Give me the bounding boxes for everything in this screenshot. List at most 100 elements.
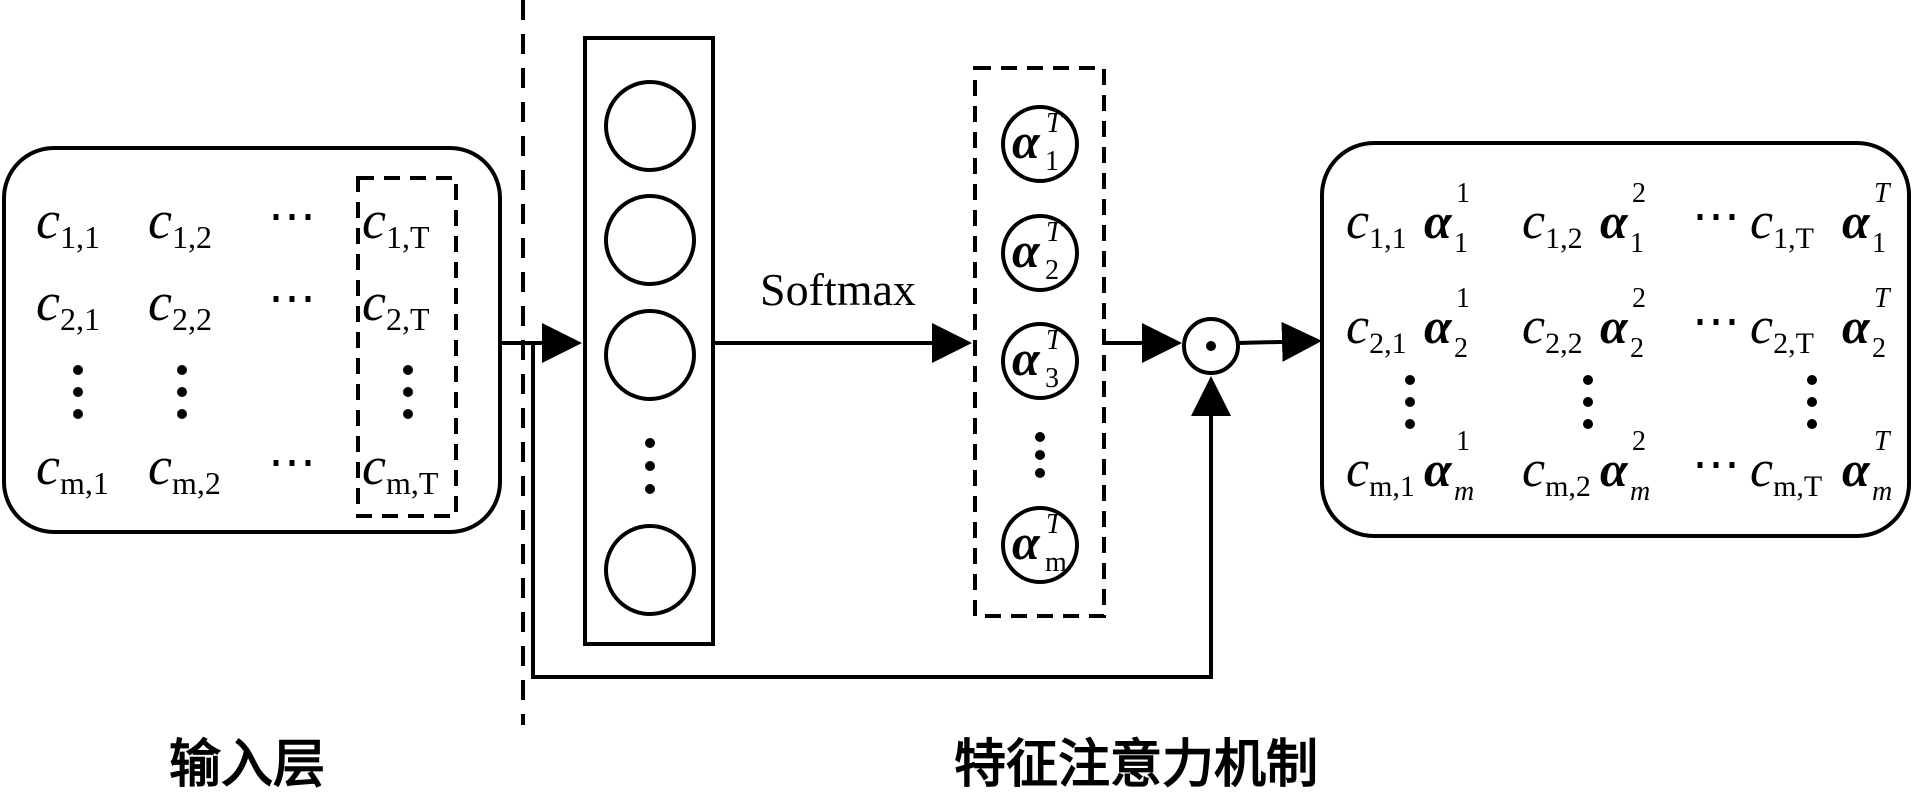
hidden-neuron-ellipsis — [645, 438, 655, 448]
output-alpha-subscript: 2 — [1630, 333, 1644, 364]
input-column-ellipsis — [73, 387, 83, 397]
output-alpha-superscript: T — [1874, 178, 1892, 209]
output-alpha-subscript: 2 — [1454, 333, 1468, 364]
skip-connection — [531, 343, 1213, 679]
attention-weight-node — [1001, 322, 1079, 400]
output-alpha-superscript: 1 — [1456, 178, 1470, 209]
output-alpha: α — [1424, 298, 1453, 354]
output-alpha-superscript: T — [1874, 283, 1892, 314]
input-row-ellipsis: ⋯ — [268, 190, 316, 243]
output-column-ellipsis — [1583, 419, 1593, 429]
output-alpha: α — [1424, 441, 1453, 497]
weights-ellipsis — [1035, 450, 1045, 460]
weights-ellipsis — [1035, 468, 1045, 478]
attention-weight-superscript: T — [1046, 217, 1064, 248]
input-row-ellipsis: ⋯ — [268, 272, 316, 325]
hidden-neuron — [604, 524, 696, 616]
input-last-column-highlight — [356, 176, 458, 518]
output-cell: c1,2 — [1522, 193, 1583, 255]
attention-weight-node — [1001, 214, 1079, 292]
attention-weight-superscript: T — [1046, 108, 1064, 139]
attention-weight-superscript: T — [1046, 509, 1064, 540]
output-column-ellipsis — [1807, 375, 1817, 385]
output-alpha-superscript: 2 — [1632, 178, 1646, 209]
output-alpha-superscript: 1 — [1456, 283, 1470, 314]
input-row-ellipsis: ⋯ — [268, 436, 316, 489]
attention-weight-superscript: T — [1046, 325, 1064, 356]
output-cell: c2,2 — [1522, 298, 1583, 360]
output-alpha: α — [1600, 441, 1629, 497]
input-cell: c2,1 — [36, 272, 100, 337]
output-alpha: α — [1600, 298, 1629, 354]
attention-weight-label: α — [1012, 222, 1041, 278]
input-cell: c1,1 — [36, 190, 100, 255]
output-row-ellipsis: ⋯ — [1692, 295, 1740, 348]
input-column-ellipsis — [73, 365, 83, 375]
output-cell: c1,1 — [1346, 193, 1407, 255]
output-alpha-subscript: 2 — [1872, 333, 1886, 364]
hidden-neuron — [604, 309, 696, 401]
input-cell: cm,1 — [36, 436, 109, 501]
input-column-ellipsis — [403, 409, 413, 419]
attention-weight-subscript: 3 — [1045, 363, 1059, 394]
output-alpha: α — [1424, 193, 1453, 249]
input-column-ellipsis — [177, 365, 187, 375]
output-row-ellipsis: ⋯ — [1692, 438, 1740, 491]
output-alpha-subscript: m — [1872, 476, 1892, 507]
feature-attention-label: 特征注意力机制 — [954, 735, 1318, 795]
input-cell: c2,T — [362, 272, 430, 337]
dot-to-output-arrow — [1237, 321, 1322, 362]
input-cell: c1,T — [362, 190, 430, 255]
output-alpha-subscript: 1 — [1872, 228, 1886, 259]
hidden-neuron — [604, 80, 696, 172]
input-matrix-box — [2, 146, 502, 534]
output-column-ellipsis — [1405, 419, 1415, 429]
output-cell: c2,1 — [1346, 298, 1407, 360]
output-column-ellipsis — [1405, 375, 1415, 385]
output-matrix-box — [1320, 141, 1911, 538]
input-column-ellipsis — [177, 409, 187, 419]
output-cell: cm,1 — [1346, 441, 1415, 503]
weights-ellipsis — [1035, 432, 1045, 442]
output-alpha-superscript: 1 — [1456, 426, 1470, 457]
output-alpha-superscript: 2 — [1632, 283, 1646, 314]
attention-weight-node — [1001, 506, 1079, 584]
hidden-neuron — [604, 194, 696, 286]
input-column-ellipsis — [73, 409, 83, 419]
output-alpha-subscript: m — [1454, 476, 1474, 507]
output-alpha-subscript: 1 — [1454, 228, 1468, 259]
input-cell: cm,T — [362, 436, 439, 501]
input-cell: c1,2 — [148, 190, 212, 255]
input-column-ellipsis — [403, 365, 413, 375]
input-column-ellipsis — [403, 387, 413, 397]
elementwise-product-dot — [1206, 341, 1216, 351]
output-cell: cm,2 — [1522, 441, 1591, 503]
output-alpha: α — [1600, 193, 1629, 249]
hidden-neuron-ellipsis — [645, 484, 655, 494]
hidden-neuron-ellipsis — [645, 461, 655, 471]
output-column-ellipsis — [1583, 375, 1593, 385]
input-column-ellipsis — [177, 387, 187, 397]
softmax-label: Softmax — [760, 264, 916, 315]
output-cell: cm,T — [1750, 441, 1822, 503]
output-column-ellipsis — [1807, 397, 1817, 407]
attention-weight-subscript: 2 — [1045, 255, 1059, 286]
input-cell: c2,2 — [148, 272, 212, 337]
attention-weight-subscript: m — [1045, 547, 1067, 578]
input-cell: cm,2 — [148, 436, 221, 501]
output-alpha-subscript: m — [1630, 476, 1650, 507]
output-alpha: α — [1842, 441, 1871, 497]
output-column-ellipsis — [1405, 397, 1415, 407]
output-cell: c2,T — [1750, 298, 1814, 360]
attention-weight-label: α — [1012, 330, 1041, 386]
output-alpha-superscript: T — [1874, 426, 1892, 457]
output-alpha: α — [1842, 298, 1871, 354]
output-cell: c1,T — [1750, 193, 1814, 255]
elementwise-product-operator — [1182, 317, 1240, 375]
attention-weight-node — [1001, 105, 1079, 183]
output-alpha-subscript: 1 — [1630, 228, 1644, 259]
output-column-ellipsis — [1807, 419, 1817, 429]
output-row-ellipsis: ⋯ — [1692, 190, 1740, 243]
